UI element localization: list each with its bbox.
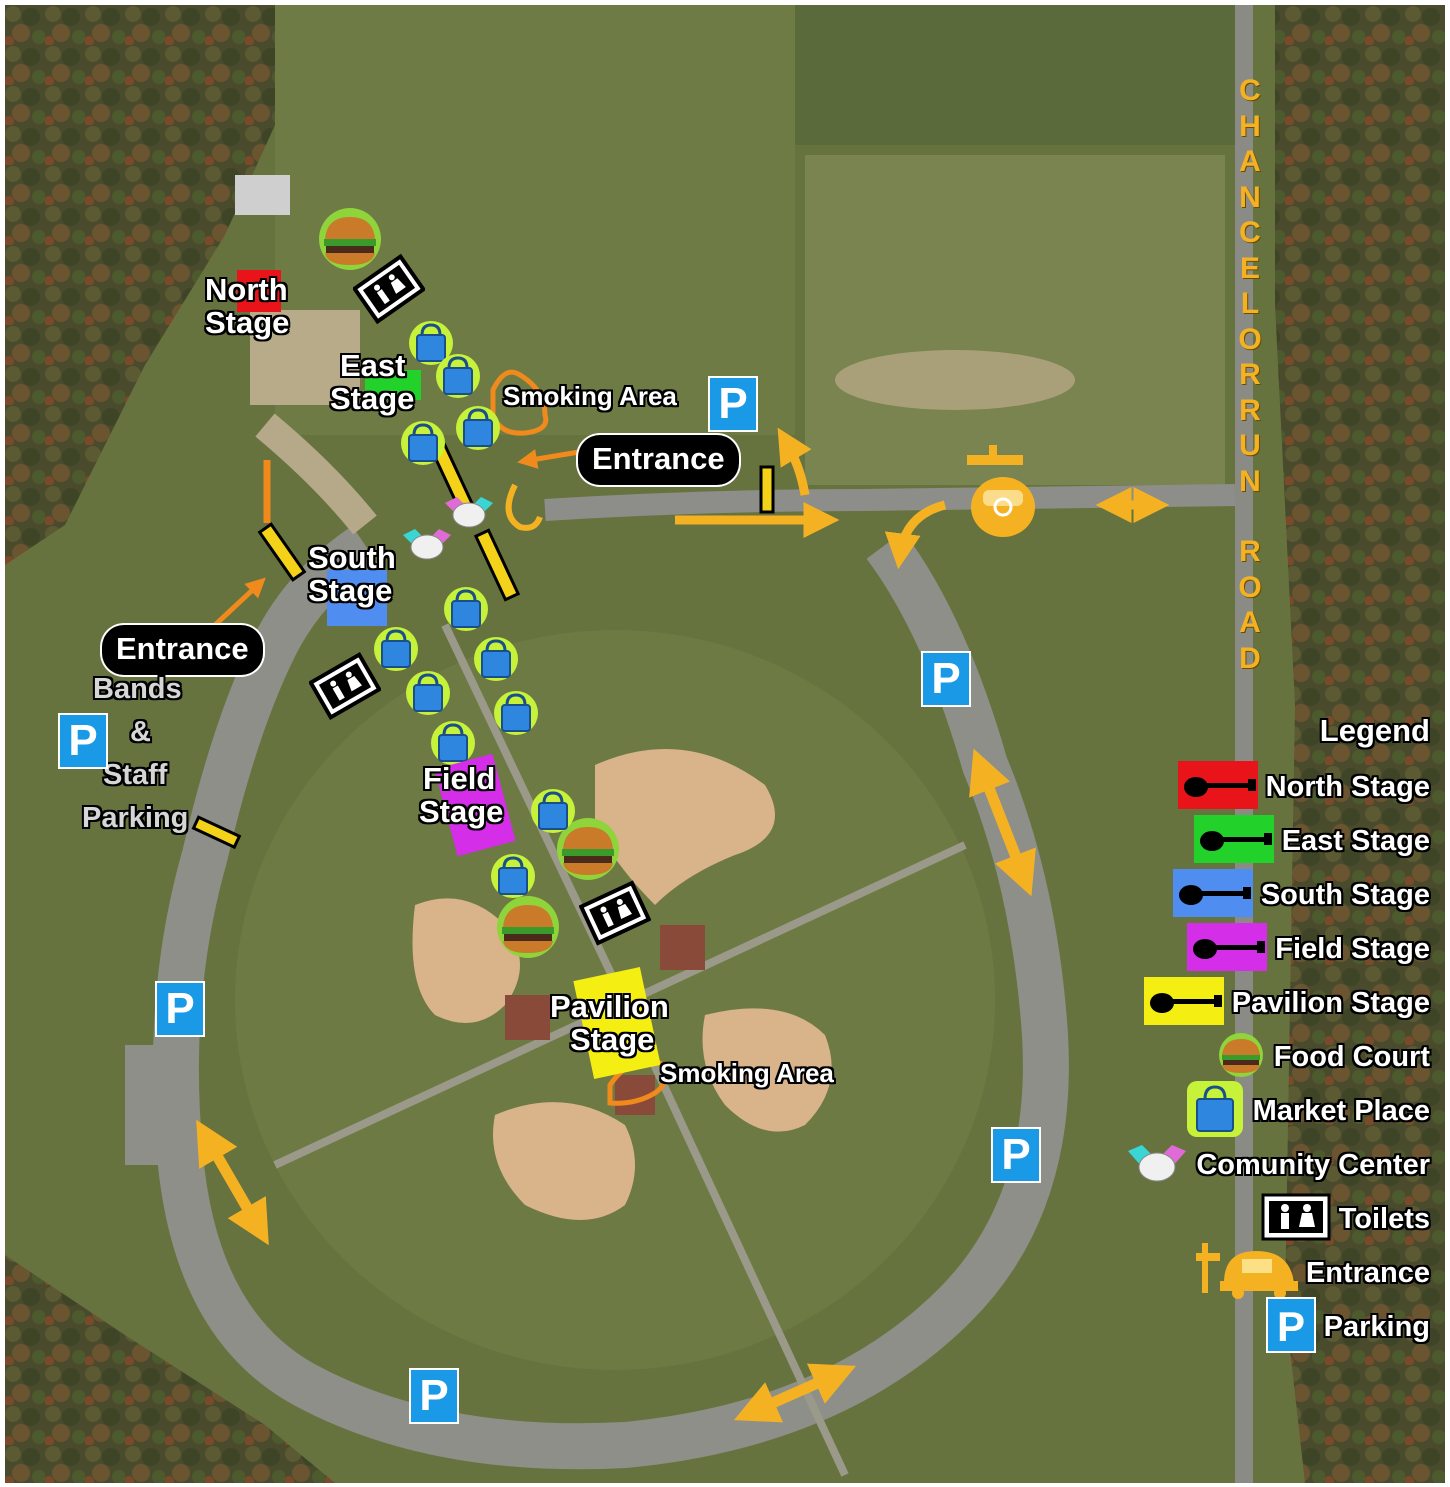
smoking-area-label: Smoking Area	[503, 381, 677, 411]
legend-item-label: Food Court	[1273, 1040, 1430, 1073]
route-overlay	[191, 369, 1170, 1423]
south-stage-marker	[327, 570, 387, 626]
guitar-blue-icon	[1172, 868, 1253, 922]
parking-icon: P	[1265, 1296, 1316, 1358]
parking-icon: P	[411, 1370, 457, 1422]
legend-item-label: Comunity Center	[1196, 1148, 1430, 1181]
legend-item: Comunity Center	[1126, 1141, 1430, 1189]
guitar-red-icon	[1177, 760, 1258, 814]
parking-icon: P	[993, 1129, 1039, 1181]
parking-icon: P	[923, 653, 969, 705]
shopping-bag-icon	[1185, 1079, 1245, 1144]
legend-item: North Stage	[1177, 760, 1430, 814]
handshake-icon	[445, 497, 493, 528]
legend-item-label: Field Stage	[1275, 932, 1430, 965]
legend-item: Field Stage	[1187, 922, 1430, 976]
shopping-bag-icon	[405, 667, 451, 722]
ticket-booth-icon	[1194, 1242, 1298, 1304]
entrance-label: Entrance	[578, 435, 739, 485]
toilets-icon	[1261, 1193, 1331, 1246]
guitar-magenta-icon	[1187, 922, 1268, 976]
legend-item: East Stage	[1193, 814, 1430, 868]
legend-item-label: Parking	[1323, 1310, 1430, 1343]
shopping-bag-icon	[430, 717, 476, 772]
smoking-area-outline	[490, 369, 549, 436]
legend-item: Toilets	[1261, 1193, 1430, 1246]
legend-item-label: Entrance	[1305, 1256, 1430, 1289]
double-arrow-icon	[196, 1119, 269, 1246]
toilets-icon	[353, 253, 425, 325]
north-stage-marker	[237, 270, 281, 312]
burger-icon	[319, 208, 381, 270]
burger-icon	[557, 818, 619, 880]
bands-label: Bands	[93, 673, 182, 705]
guitar-yellow-icon	[1143, 976, 1224, 1030]
entrance-arrow-icon	[517, 448, 586, 469]
parking-icon: P	[157, 983, 203, 1035]
legend-item-label: Market Place	[1252, 1094, 1430, 1127]
ticket-booth-icon	[967, 445, 1035, 537]
parking-icon: P	[60, 715, 106, 767]
legend-item: P Parking	[1265, 1296, 1430, 1353]
legend-item: South Stage	[1172, 868, 1430, 922]
legend-item: Entrance	[1194, 1242, 1430, 1299]
barrier-icon	[191, 443, 775, 850]
legend-item-label: Pavilion Stage	[1231, 986, 1430, 1019]
ampersand-label: &	[130, 716, 151, 748]
traffic-arrow-icon	[777, 427, 812, 496]
shopping-bag-icon	[373, 623, 419, 678]
shopping-bag-icon	[493, 687, 539, 742]
entrance-arrow-icon	[213, 577, 266, 627]
shopping-bag-icon	[490, 850, 536, 905]
double-arrow-icon	[733, 1363, 857, 1423]
u-turn-icon	[505, 483, 543, 531]
shopping-bag-icon	[473, 633, 519, 688]
shopping-bag-icon	[435, 350, 481, 405]
east-stage-marker	[365, 370, 421, 400]
legend-item-label: North Stage	[1265, 770, 1430, 803]
shopping-bag-icon	[400, 417, 446, 472]
legend-item: Food Court	[1216, 1031, 1430, 1084]
parking-label: Parking	[82, 802, 189, 834]
svg-text:P: P	[1277, 1303, 1305, 1350]
shopping-bag-icon	[443, 583, 489, 638]
guitar-green-icon	[1193, 814, 1274, 868]
shopping-bag-icon	[408, 317, 454, 372]
parking-icon: P	[710, 378, 756, 430]
handshake-icon	[403, 529, 451, 560]
burger-icon	[1216, 1031, 1266, 1084]
staff-label: Staff	[103, 759, 168, 791]
shopping-bag-icon	[455, 402, 501, 457]
legend-item: Pavilion Stage	[1143, 976, 1430, 1030]
legend-item-label: Toilets	[1338, 1202, 1430, 1235]
handshake-icon	[1126, 1141, 1188, 1190]
double-arrow-icon	[969, 748, 1036, 897]
toilets-icon	[309, 651, 381, 721]
smoking-area-label: Smoking Area	[660, 1058, 834, 1088]
shopping-bag-icon	[530, 785, 576, 840]
entrance-label: Entrance	[102, 625, 263, 675]
burger-icon	[497, 896, 559, 958]
legend-item-label: East Stage	[1281, 824, 1430, 857]
toilets-icon	[579, 880, 651, 946]
legend-title: Legend	[1319, 713, 1430, 748]
legend-item-label: South Stage	[1260, 878, 1430, 911]
legend-item: Market Place	[1185, 1080, 1430, 1137]
traffic-arrow-icon	[884, 500, 947, 570]
